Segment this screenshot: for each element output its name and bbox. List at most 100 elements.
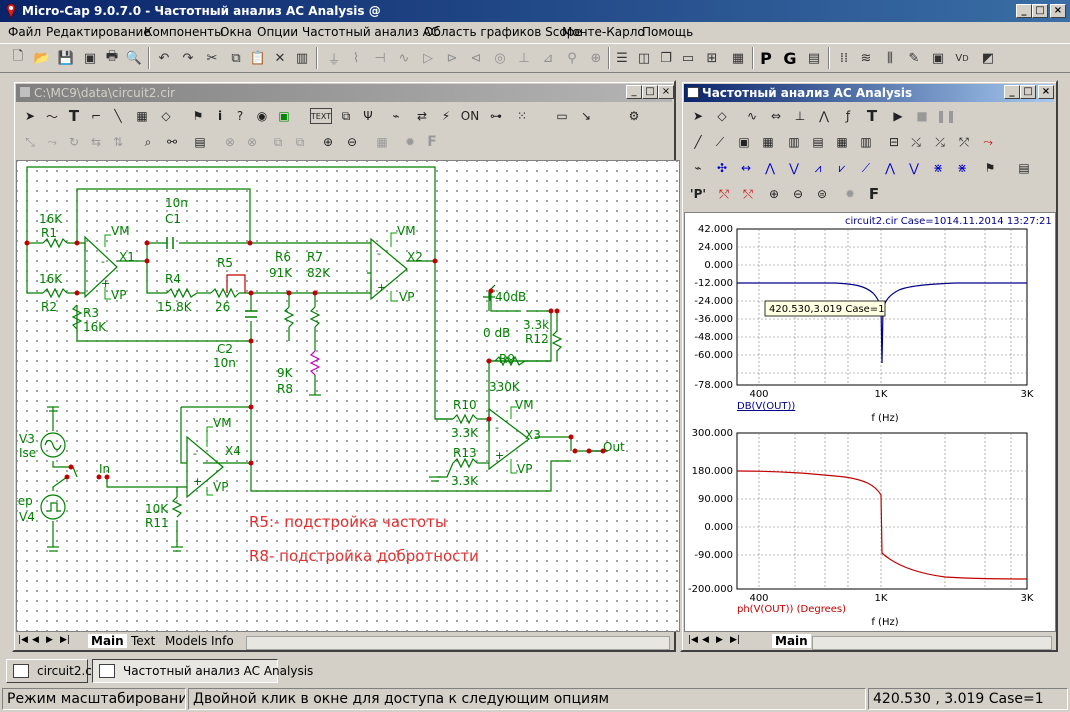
zoom-out-icon[interactable]: ⊖ [346,135,358,149]
help-icon[interactable]: ? [236,109,244,123]
ac-marker2-icon[interactable]: ↔ [740,161,752,175]
open-folder-icon[interactable]: 📂 [33,50,51,66]
inductor-icon[interactable]: ∿ [398,50,410,66]
undo-icon[interactable]: ↶ [158,50,170,66]
cascade-icon[interactable]: ❐ [660,50,672,66]
ac-global-low-icon[interactable]: ⋁ [909,161,919,175]
info-icon[interactable]: i [217,109,223,123]
voltage-source-icon[interactable]: ⊕ [590,50,602,66]
ac-peak-find-icon[interactable]: ⋀ [765,161,775,175]
image-tool-icon[interactable]: ▦ [136,109,148,123]
current-display-icon[interactable]: ⇄ [416,109,428,123]
schematic-canvas[interactable]: 16K R1 16K R2 R3 16K 10n C1 R4 15.8K R5 … [16,160,680,632]
ac-scope-icon[interactable]: ⌁ [694,161,702,175]
ac-inflect-icon[interactable]: ⟋ [861,160,871,175]
save-icon[interactable]: 💾 [57,50,75,66]
find-icon[interactable]: ⌕ [144,134,152,149]
grid-toggle-icon[interactable]: ⁙ [516,109,528,123]
ac-tab-nav-next[interactable]: ▶ [716,635,723,645]
ac-low-icon[interactable]: ⩗ [838,160,846,175]
pin-icon[interactable]: Ψ [363,109,373,123]
zoom-in-icon[interactable]: ⊕ [322,135,334,149]
ac-zoom-in-icon[interactable]: ⊕ [768,187,780,201]
ac-bottom-icon[interactable]: ⋇ [956,161,968,175]
ac-tag-icon[interactable]: ⚑ [984,161,996,175]
ac-high-icon[interactable]: ⩘ [814,160,822,175]
text-tool-icon[interactable]: T [68,107,80,125]
ac-marker-icon[interactable]: ✣ [716,161,728,175]
ac-stop-icon[interactable]: ■ [916,109,928,123]
flip-h-icon[interactable]: ⇆ [90,135,102,149]
ac-tab-nav-prev[interactable]: ◀ [702,635,709,645]
stop-icon[interactable]: ⊗ [246,135,258,149]
settings-icon[interactable]: ✹ [404,135,416,149]
ac-grid4-icon[interactable]: ▦ [836,135,848,149]
ac-minimize-button[interactable]: _ [1004,85,1020,99]
table-icon[interactable]: ▤ [807,50,821,66]
block-icon[interactable]: ▥ [295,50,309,66]
step-icon[interactable]: ⤳ [47,134,57,149]
ac-select-icon[interactable]: ➤ [692,109,704,123]
tile-horizontal-icon[interactable]: ☰ [616,50,628,66]
cursor-icon[interactable]: ↘ [580,109,592,123]
ac-valley-find-icon[interactable]: ⋁ [789,161,799,175]
status-on-icon[interactable]: ON [460,109,480,123]
help-window-icon[interactable]: ◩ [981,50,995,66]
ac-line2-icon[interactable]: ⟋ [715,134,725,149]
calculator-icon[interactable]: ▦ [731,50,745,66]
menu-file[interactable]: Файл [8,25,42,39]
tab-nav-last[interactable]: ▶| [60,635,70,645]
menu-help[interactable]: Помощь [642,25,694,39]
image-icon[interactable]: ▣ [931,50,945,66]
power-display-icon[interactable]: ⚡ [441,109,451,123]
g-button[interactable]: G [783,48,797,68]
pin-connection-icon[interactable]: ⊶ [490,109,502,123]
cut-icon[interactable]: ✂ [206,50,218,66]
opamp-icon[interactable]: ⊿ [542,50,554,66]
menu-scope[interactable]: Область графиков Scope [424,25,582,39]
window-frame-icon[interactable]: ▭ [556,109,568,123]
ac-font-icon[interactable]: F [868,185,880,203]
font-icon[interactable]: F [427,134,437,150]
ac-tab-nav-first[interactable]: |◀ [688,635,698,645]
tab-main[interactable]: Main [88,634,127,648]
ac-fo-icon[interactable]: ƒ [845,109,851,123]
menu-windows[interactable]: Окна [220,25,252,39]
p-button[interactable]: P [760,48,772,68]
ac-cursor-pair2-icon[interactable]: ⤲ [743,186,753,201]
ac-cursor2-icon[interactable]: ⤰ [935,134,945,149]
properties-icon[interactable]: ⚙ [628,109,640,123]
grid-view-icon[interactable]: ⊞ [706,50,718,66]
diode-icon[interactable]: ▷ [423,50,433,66]
menu-edit[interactable]: Редактирование [46,25,151,39]
new-file-icon[interactable]: 🗋 [12,49,24,64]
tab-nav-next[interactable]: ▶ [46,635,53,645]
voltage-display-icon[interactable]: ⌁ [392,109,400,123]
wave-icon[interactable]: ≋ [860,50,872,66]
taskbar-circuit[interactable]: circuit2.cir [6,659,100,683]
ac-peak-icon[interactable]: ⋀ [819,109,829,123]
ac-tab-main[interactable]: Main [772,634,811,648]
close-button[interactable]: × [1050,4,1066,18]
orthogonal-wire-icon[interactable]: ⌐ [90,109,102,123]
shapes-icon[interactable]: ◇ [161,109,171,123]
tab-nav-first[interactable]: |◀ [18,635,28,645]
switch-icon[interactable]: ⚲ [567,50,577,66]
ac-cursor4-icon[interactable]: ⤳ [983,134,993,149]
tab-nav-prev[interactable]: ◀ [32,635,39,645]
flag-icon[interactable]: ⚑ [192,109,204,123]
binoculars-icon[interactable]: ⚯ [166,135,178,149]
ac-cursor-icon[interactable]: ⤯ [911,134,921,149]
menu-components[interactable]: Компоненты [144,25,224,39]
source-icon[interactable]: ◎ [494,50,506,66]
tab-models[interactable]: Models [165,634,208,648]
component-icon[interactable]: ▣ [278,109,290,123]
npn-icon[interactable]: ⊳ [446,50,458,66]
ac-maximize-button[interactable]: □ [1020,85,1036,99]
marker-icon[interactable]: ✎ [908,50,920,66]
ac-scale-icon[interactable]: ⇔ [770,109,782,123]
ac-cursor-pair-icon[interactable]: ⤲ [719,186,729,201]
ac-pause-icon[interactable]: ❚❚ [935,109,957,123]
ac-line-icon[interactable]: ╱ [694,135,702,149]
